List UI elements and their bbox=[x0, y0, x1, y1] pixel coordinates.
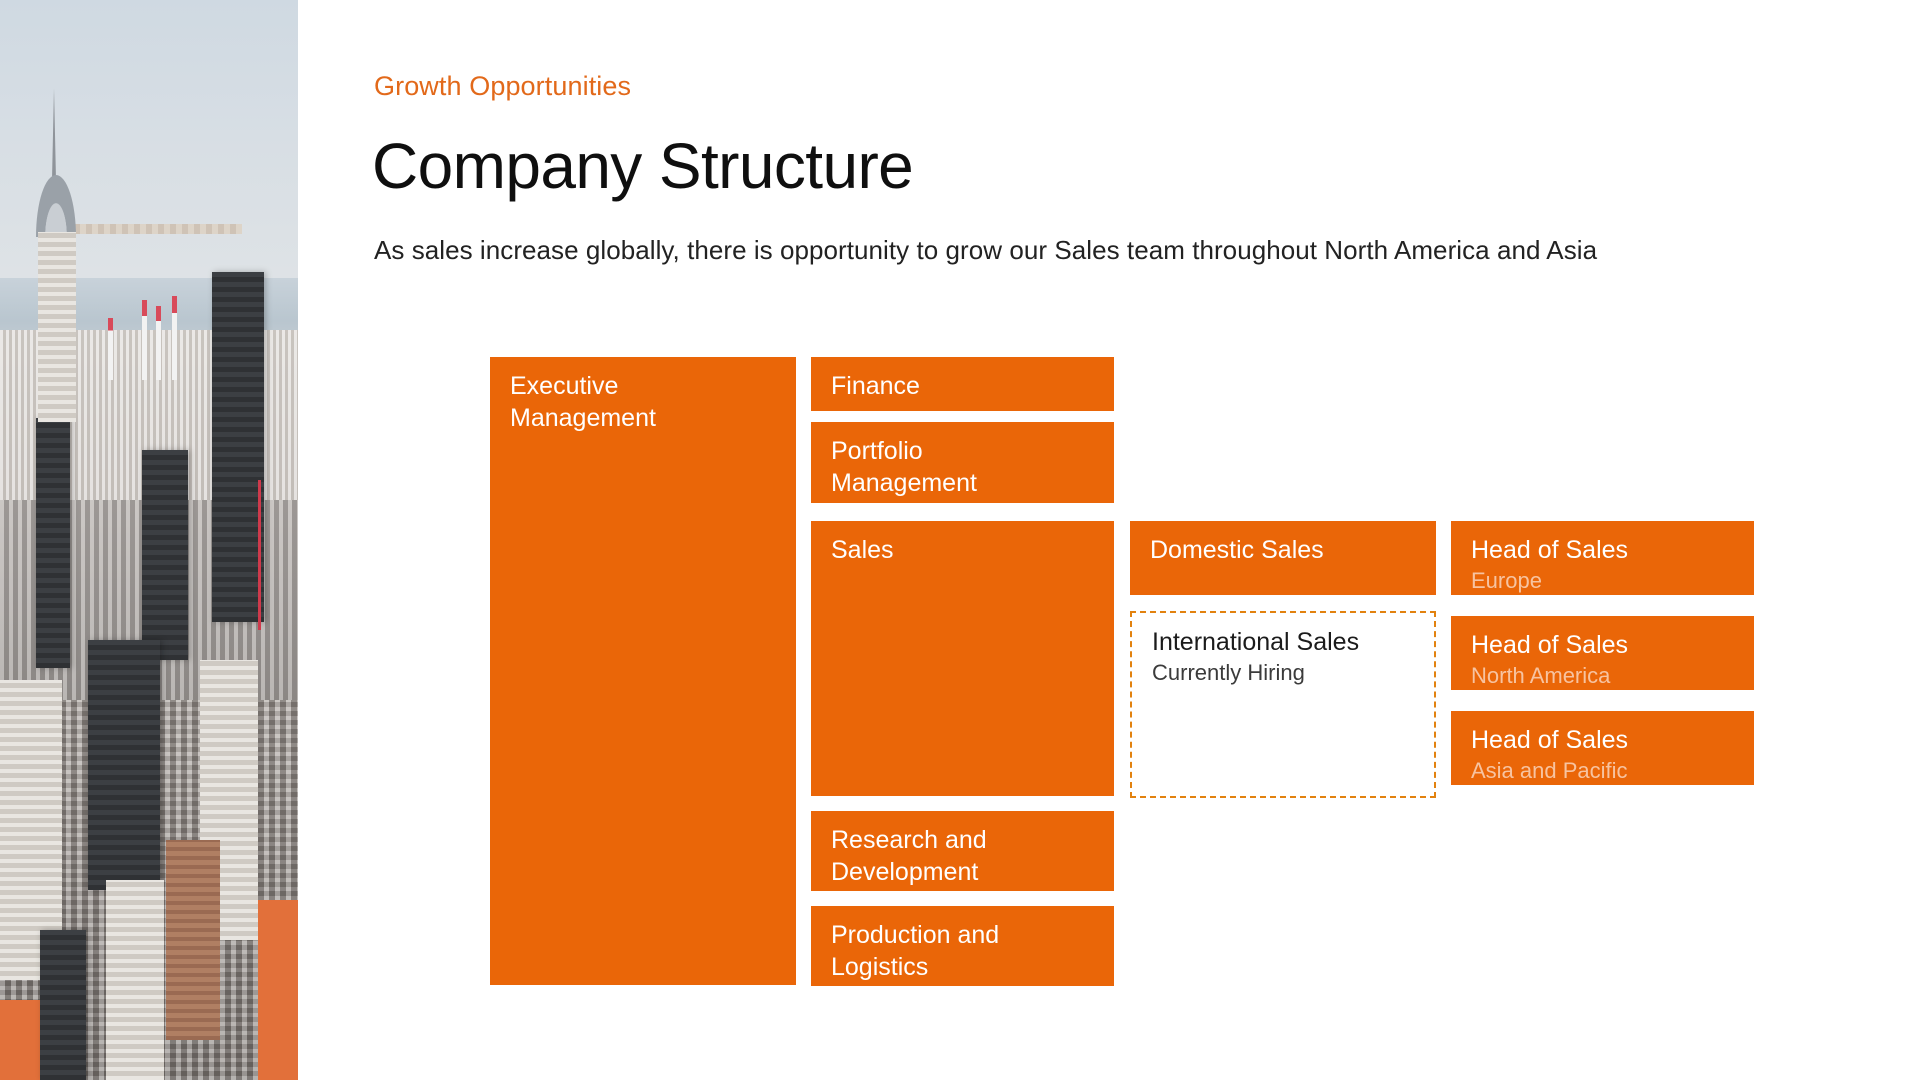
org-node-region: Asia and Pacific bbox=[1471, 758, 1628, 783]
photo-orange-rooftop bbox=[258, 900, 298, 1080]
subtitle-text: As sales increase globally, there is opp… bbox=[374, 235, 1598, 265]
org-node-label: Research and bbox=[831, 826, 987, 854]
org-node-international-sales-vacancy[interactable]: International Sales Currently Hiring bbox=[1130, 611, 1436, 798]
org-node-label: Production and bbox=[831, 921, 1000, 949]
photo-crane bbox=[258, 480, 261, 630]
photo-dark-tower bbox=[142, 450, 188, 660]
org-node-label: International Sales bbox=[1152, 628, 1360, 656]
org-node-label: Management bbox=[510, 404, 656, 432]
org-node-label: Head of Sales bbox=[1471, 726, 1629, 754]
org-node-domestic-sales[interactable]: Domestic Sales bbox=[1130, 521, 1436, 595]
org-node-label: Finance bbox=[831, 372, 920, 400]
org-node-label: Sales bbox=[831, 536, 894, 564]
photo-smokestack bbox=[156, 306, 161, 380]
eyebrow-label: Growth Opportunities bbox=[374, 71, 632, 101]
org-node-label: Executive bbox=[510, 372, 619, 400]
page-title: Company Structure bbox=[372, 130, 914, 202]
photo-bridge bbox=[62, 224, 242, 234]
org-node-portfolio-management[interactable]: Portfolio Management bbox=[811, 422, 1114, 503]
photo-smokestack bbox=[172, 296, 177, 380]
photo-pale-tower bbox=[106, 880, 164, 1080]
org-node-production-and-logistics[interactable]: Production and Logistics bbox=[811, 906, 1114, 986]
org-node-status: Currently Hiring bbox=[1152, 660, 1305, 685]
photo-dark-tower bbox=[88, 640, 160, 890]
photo-smokestack bbox=[142, 300, 147, 380]
photo-brick-tower bbox=[166, 840, 220, 1040]
org-node-research-and-development[interactable]: Research and Development bbox=[811, 811, 1114, 891]
org-node-label: Management bbox=[831, 469, 977, 497]
photo-dark-tower bbox=[40, 930, 86, 1080]
org-node-head-of-sales-north-america[interactable]: Head of Sales North America bbox=[1451, 616, 1754, 690]
org-node-label: Head of Sales bbox=[1471, 631, 1629, 659]
org-node-region: North America bbox=[1471, 663, 1611, 688]
org-node-label: Head of Sales bbox=[1471, 536, 1629, 564]
org-node-executive-management[interactable]: Executive Management bbox=[490, 357, 796, 985]
cityscape-photo bbox=[0, 0, 298, 1080]
org-node-label: Domestic Sales bbox=[1150, 536, 1324, 564]
photo-dark-tower bbox=[212, 272, 264, 622]
org-node-head-of-sales-europe[interactable]: Head of Sales Europe bbox=[1451, 521, 1754, 595]
photo-chrysler-shaft bbox=[38, 232, 76, 422]
org-node-region: Europe bbox=[1471, 568, 1542, 593]
org-node-sales[interactable]: Sales bbox=[811, 521, 1114, 796]
org-node-label: Portfolio bbox=[831, 437, 923, 465]
photo-chrysler-spire bbox=[52, 88, 56, 180]
org-node-head-of-sales-asia-pacific[interactable]: Head of Sales Asia and Pacific bbox=[1451, 711, 1754, 785]
photo-dark-tower bbox=[36, 418, 70, 668]
photo-smokestack bbox=[108, 318, 113, 380]
org-node-finance[interactable]: Finance bbox=[811, 357, 1114, 411]
org-node-label: Logistics bbox=[831, 953, 929, 981]
org-node-label: Development bbox=[831, 858, 979, 886]
